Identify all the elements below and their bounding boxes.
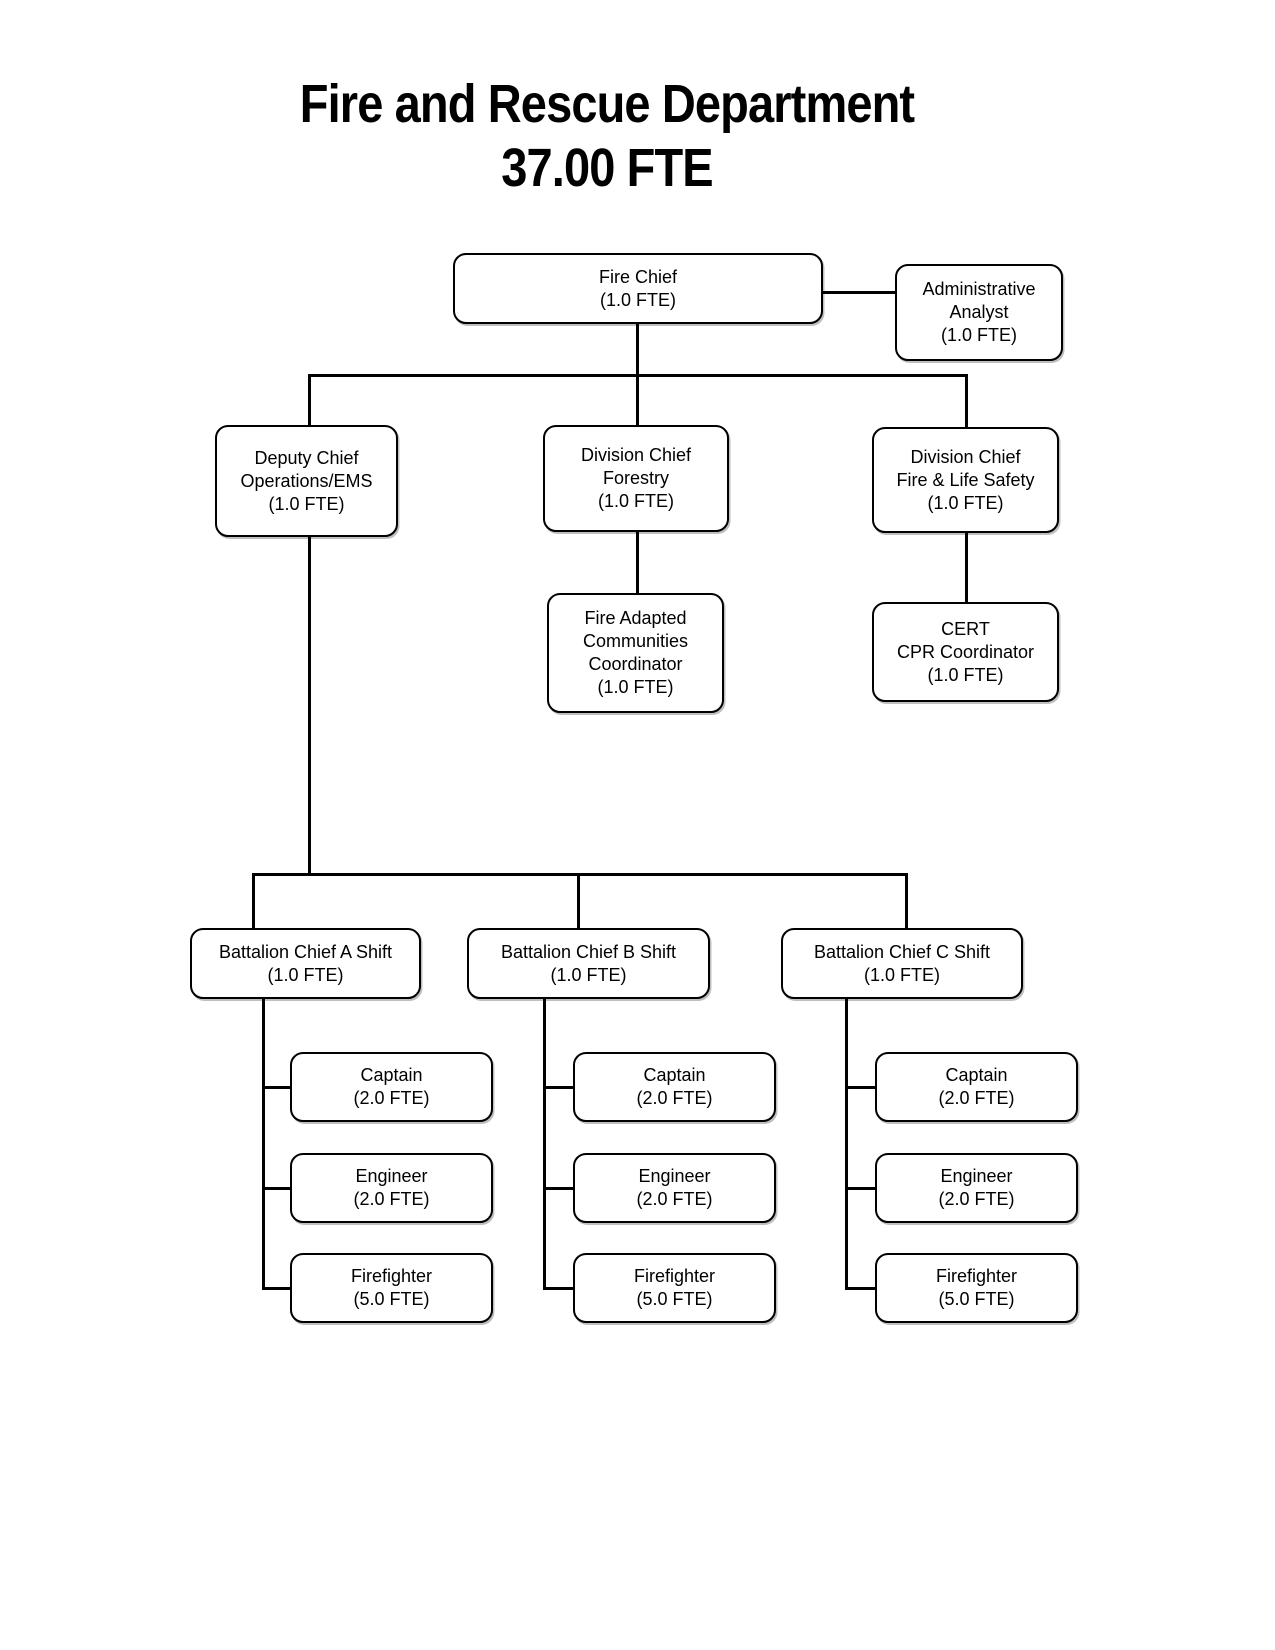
node-text-line: Firefighter [935, 1266, 1018, 1286]
connector-stub-engineer-a [262, 1187, 290, 1190]
node-text-line: (2.0 FTE) [636, 1088, 713, 1108]
connector-stub-engineer-c [845, 1187, 875, 1190]
node-text-line: Captain [360, 1065, 423, 1085]
connector-trunk-a [262, 999, 265, 1289]
connector-trunk-b [543, 999, 546, 1289]
node-battalion-chief-b: Battalion Chief B Shift (1.0 FTE) [467, 928, 710, 999]
connector-stub-captain-c [845, 1086, 875, 1089]
node-text-line: (1.0 FTE) [927, 664, 1004, 685]
chart-title-line2: 37.00 FTE [501, 138, 713, 198]
connector-chief-to-analyst [823, 291, 895, 294]
connector-drop-fire-life-safety [965, 374, 968, 427]
node-captain-a: Captain (2.0 FTE) [290, 1052, 493, 1122]
connector-fls-to-cert [965, 533, 968, 602]
node-text-line: (1.0 FTE) [550, 964, 627, 985]
node-text-line: Division Chief [580, 445, 692, 465]
node-text-line: (1.0 FTE) [927, 492, 1004, 513]
node-text-line: (1.0 FTE) [597, 677, 674, 697]
node-text-line: (1.0 FTE) [268, 493, 345, 514]
connector-drop-deputy [308, 374, 311, 425]
node-firefighter-c: Firefighter (5.0 FTE) [875, 1253, 1078, 1323]
connector-stub-firefighter-a [262, 1287, 290, 1290]
connector-stub-firefighter-c [845, 1287, 875, 1290]
node-division-chief-forestry: Division Chief Forestry (1.0 FTE) [543, 425, 729, 532]
node-text-line: Captain [643, 1065, 706, 1085]
node-text-line: Fire & Life Safety [896, 469, 1035, 490]
node-text-line: Forestry [602, 468, 669, 488]
connector-trunk-c [845, 999, 848, 1289]
node-text-line: (5.0 FTE) [938, 1289, 1015, 1309]
node-text-line: Analyst [949, 302, 1009, 322]
connector-drop-battalion-a [252, 873, 255, 928]
node-text-line: CERT [941, 618, 990, 639]
node-captain-b: Captain (2.0 FTE) [573, 1052, 776, 1122]
connector-stub-firefighter-b [543, 1287, 573, 1290]
node-fire-adapted-communities-coordinator: Fire Adapted Communities Coordinator (1.… [547, 593, 724, 713]
node-text-line: Fire Chief [598, 266, 678, 287]
node-text-line: Division Chief [910, 446, 1021, 467]
connector-stub-captain-a [262, 1086, 290, 1089]
node-text-line: (1.0 FTE) [599, 289, 676, 310]
node-text-line: (1.0 FTE) [940, 325, 1017, 345]
node-text-line: Firefighter [633, 1266, 716, 1286]
connector-stub-engineer-b [543, 1187, 573, 1190]
node-text-line: Engineer [638, 1166, 711, 1186]
node-text-line: (2.0 FTE) [938, 1189, 1015, 1209]
node-firefighter-b: Firefighter (5.0 FTE) [573, 1253, 776, 1323]
node-firefighter-a: Firefighter (5.0 FTE) [290, 1253, 493, 1323]
node-text-line: CPR Coordinator [896, 641, 1035, 662]
chart-title: Fire and Rescue Department 37.00 FTE [79, 72, 1135, 200]
connector-forestry-to-fac [636, 532, 639, 593]
node-text-line: Operations/EMS [240, 470, 373, 491]
node-text-line: (2.0 FTE) [353, 1088, 430, 1108]
node-battalion-chief-a: Battalion Chief A Shift (1.0 FTE) [190, 928, 421, 999]
node-text-line: Engineer [940, 1166, 1013, 1186]
node-text-line: Battalion Chief C Shift [813, 941, 991, 962]
node-text-line: Engineer [355, 1166, 428, 1186]
connector-deputy-trunk [308, 537, 311, 875]
node-text-line: (1.0 FTE) [267, 964, 344, 985]
node-text-line: (2.0 FTE) [938, 1088, 1015, 1108]
node-text-line: Battalion Chief B Shift [500, 941, 677, 962]
connector-stub-captain-b [543, 1086, 573, 1089]
node-text-line: (2.0 FTE) [636, 1189, 713, 1209]
connector-battalion-horizontal [252, 873, 907, 876]
node-battalion-chief-c: Battalion Chief C Shift (1.0 FTE) [781, 928, 1023, 999]
node-text-line: Coordinator [588, 654, 683, 674]
node-cert-cpr-coordinator: CERT CPR Coordinator (1.0 FTE) [872, 602, 1059, 702]
node-engineer-b: Engineer (2.0 FTE) [573, 1153, 776, 1223]
connector-drop-battalion-b [577, 873, 580, 928]
node-engineer-c: Engineer (2.0 FTE) [875, 1153, 1078, 1223]
node-fire-chief: Fire Chief (1.0 FTE) [453, 253, 823, 324]
node-captain-c: Captain (2.0 FTE) [875, 1052, 1078, 1122]
node-administrative-analyst: Administrative Analyst (1.0 FTE) [895, 264, 1063, 361]
node-deputy-chief-operations-ems: Deputy Chief Operations/EMS (1.0 FTE) [215, 425, 398, 537]
node-text-line: (2.0 FTE) [353, 1189, 430, 1209]
node-text-line: Firefighter [350, 1266, 433, 1286]
node-text-line: Administrative [922, 279, 1036, 299]
node-engineer-a: Engineer (2.0 FTE) [290, 1153, 493, 1223]
node-text-line: Communities [582, 631, 689, 651]
node-text-line: Battalion Chief A Shift [218, 941, 393, 962]
node-text-line: Deputy Chief [254, 447, 359, 468]
node-text-line: (1.0 FTE) [863, 964, 940, 985]
connector-row2-horizontal [308, 374, 967, 377]
chart-title-line1: Fire and Rescue Department [299, 74, 915, 134]
node-division-chief-fire-life-safety: Division Chief Fire & Life Safety (1.0 F… [872, 427, 1059, 533]
node-text-line: (5.0 FTE) [636, 1289, 713, 1309]
node-text-line: (1.0 FTE) [597, 491, 674, 511]
node-text-line: (5.0 FTE) [353, 1289, 430, 1309]
node-text-line: Fire Adapted [584, 608, 687, 628]
node-text-line: Captain [945, 1065, 1008, 1085]
connector-drop-battalion-c [905, 873, 908, 928]
